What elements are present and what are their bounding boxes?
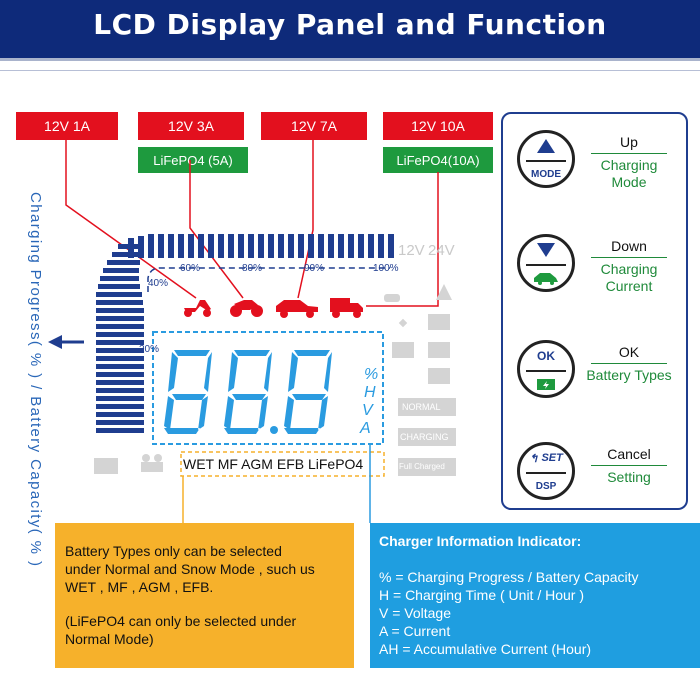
digit-1 bbox=[164, 350, 212, 434]
ok-button[interactable]: OK bbox=[517, 340, 575, 398]
lifepo4-label-5a: LiFePO4 (5A) bbox=[138, 147, 248, 173]
down-description: Down Charging Current bbox=[585, 238, 673, 295]
alert-battery-icon bbox=[428, 314, 450, 330]
up-description: Up Charging Mode bbox=[585, 134, 673, 191]
battery-types-text: WET MF AGM EFB LiFePO4 bbox=[183, 456, 364, 472]
status-full-charged: Full Charged bbox=[399, 462, 445, 471]
mode-button[interactable]: MODE bbox=[517, 130, 575, 188]
truck-icon bbox=[330, 298, 363, 318]
digits-frame bbox=[152, 331, 384, 445]
charging-box bbox=[398, 428, 456, 446]
info-item-percent: % = Charging Progress / Battery Capacity bbox=[379, 569, 639, 585]
side-axis-label: Charging Progress( % ) / Battery Capacit… bbox=[27, 192, 44, 568]
battery-types-frame bbox=[180, 451, 385, 477]
status-charging: CHARGING bbox=[400, 432, 449, 442]
scooter-icon bbox=[184, 300, 211, 317]
battery-icon bbox=[537, 379, 555, 390]
mode-key-label: MODE bbox=[531, 168, 561, 180]
bolt-battery-icon bbox=[428, 342, 450, 358]
percent-100: 100% bbox=[373, 263, 399, 274]
page-title: LCD Display Panel and Function bbox=[93, 8, 607, 41]
battery-types-label: Battery Types bbox=[586, 367, 672, 383]
mode-label-1a: 12V 1A bbox=[16, 112, 118, 140]
ok-description: OK Battery Types bbox=[585, 344, 673, 384]
charging-mode-label: Charging Mode bbox=[600, 157, 658, 190]
cancel-description: Cancel Setting bbox=[585, 446, 673, 486]
snowflake-icon bbox=[398, 318, 408, 328]
dim-icons bbox=[94, 284, 456, 476]
set-icon: ↰ SET bbox=[529, 452, 563, 465]
note-line-4: (LiFePO4 can only be selected under bbox=[65, 613, 297, 629]
car-icon bbox=[534, 273, 558, 285]
ok-key-label: OK bbox=[537, 349, 555, 363]
set-dsp-button[interactable]: ↰ SET DSP bbox=[517, 442, 575, 500]
wrench-icon bbox=[384, 294, 400, 302]
battery-types-note: Battery Types only can be selected under… bbox=[55, 523, 354, 668]
divider bbox=[0, 70, 700, 71]
note-line-3: WET , MF , AGM , EFB. bbox=[65, 579, 214, 595]
info-title: Charger Information Indicator: bbox=[379, 533, 582, 549]
x-battery-icon bbox=[428, 368, 450, 384]
dsp-key-label: DSP bbox=[535, 480, 557, 492]
voltage-12v: 12V bbox=[398, 242, 425, 259]
left-arrow-icon bbox=[48, 335, 84, 349]
note-line-5: Normal Mode) bbox=[65, 631, 154, 647]
unit-hour: H bbox=[364, 384, 376, 401]
charging-current-label: Charging Current bbox=[600, 261, 658, 294]
info-item-hour: H = Charging Time ( Unit / Hour ) bbox=[379, 587, 585, 603]
setting-label: Setting bbox=[607, 469, 651, 485]
unit-percent: % bbox=[364, 366, 379, 383]
leader-lines bbox=[65, 140, 439, 307]
mode-label-3a: 12V 3A bbox=[138, 112, 244, 140]
unit-ampere: A bbox=[360, 420, 371, 437]
info-item-voltage: V = Voltage bbox=[379, 605, 452, 621]
progress-bar-top bbox=[128, 234, 394, 258]
unit-voltage: V bbox=[362, 402, 373, 419]
percent-scale bbox=[147, 267, 390, 292]
mode-label-10a: 12V 10A bbox=[383, 112, 493, 140]
mode-label-7a: 12V 7A bbox=[261, 112, 367, 140]
power-supply-icon bbox=[392, 342, 414, 358]
percent-80: 80% bbox=[242, 263, 263, 274]
progress-bar-left bbox=[96, 244, 144, 433]
lcd-digit-group bbox=[164, 350, 332, 434]
percent-60: 60% bbox=[180, 263, 201, 274]
percent-90: 90% bbox=[304, 263, 325, 274]
note-line-2: under Normal and Snow Mode , such us bbox=[65, 561, 315, 577]
down-button[interactable] bbox=[517, 234, 575, 292]
percent-40: 40% bbox=[148, 278, 169, 289]
info-indicator-box: Charger Information Indicator: % = Charg… bbox=[370, 523, 700, 668]
note-line-1: Battery Types only can be selected bbox=[65, 543, 282, 559]
digit-2 bbox=[224, 350, 272, 434]
voltage-24v: 24V bbox=[428, 242, 455, 259]
info-item-ah: AH = Accumulative Current (Hour) bbox=[379, 641, 592, 657]
down-label: Down bbox=[611, 238, 647, 254]
status-normal: NORMAL bbox=[402, 402, 441, 412]
ok-label: OK bbox=[618, 344, 640, 360]
control-panel: MODE Up Charging Mode Down Charging Curr… bbox=[501, 112, 688, 510]
info-item-current: A = Current bbox=[379, 623, 451, 639]
down-triangle-icon bbox=[537, 243, 555, 257]
battery-wave-icon bbox=[94, 458, 118, 474]
up-label: Up bbox=[620, 134, 638, 150]
warning-icon bbox=[436, 284, 452, 300]
up-triangle-icon bbox=[537, 139, 555, 153]
decimal-point bbox=[270, 426, 278, 434]
header-bar: LCD Display Panel and Function bbox=[0, 0, 700, 61]
person-icon bbox=[142, 454, 150, 462]
percent-20: 20% bbox=[139, 344, 160, 355]
normal-box bbox=[398, 398, 456, 416]
motorcycle-icon bbox=[230, 300, 263, 317]
lifepo4-label-10a: LiFePO4(10A) bbox=[383, 147, 493, 173]
digit-3 bbox=[284, 350, 332, 434]
cancel-label: Cancel bbox=[607, 446, 651, 462]
car-icon bbox=[276, 300, 318, 318]
full-charged-box bbox=[398, 458, 456, 476]
